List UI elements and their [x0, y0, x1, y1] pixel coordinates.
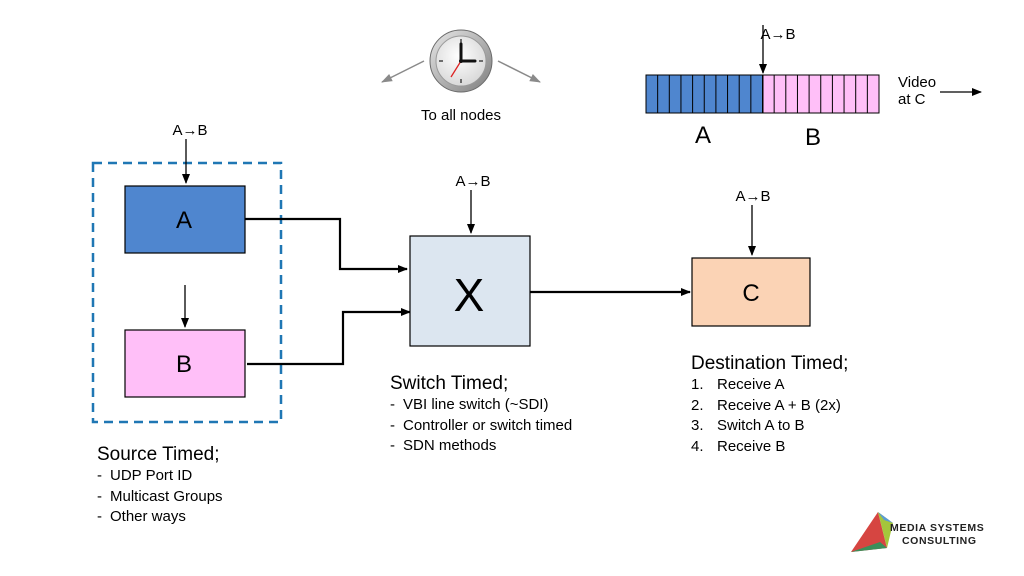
list-item: 2. Receive A + B (2x): [691, 396, 848, 417]
switch-items-list: -VBI line switch (~SDI)-Controller or sw…: [390, 395, 572, 457]
list-item: -Other ways: [97, 507, 223, 528]
list-item-text: Receive A: [717, 376, 785, 393]
video-strip: [645, 74, 880, 114]
switch-notes: Switch Timed; -VBI line switch (~SDI)-Co…: [390, 373, 572, 457]
list-item-text: Controller or switch timed: [403, 416, 573, 434]
list-item-text: VBI line switch (~SDI): [403, 396, 549, 413]
source-heading: Source Timed;: [97, 444, 220, 465]
list-item: -UDP Port ID: [97, 466, 223, 487]
list-item-text: Switch A to B: [717, 417, 805, 434]
destination-node-label: C: [742, 280, 759, 307]
list-number: 1.: [691, 376, 704, 393]
clock-right-arrow: [497, 60, 541, 83]
list-marker: -: [390, 416, 395, 434]
destination-switch-label: A→B: [735, 188, 770, 205]
destination-heading: Destination Timed;: [691, 353, 849, 374]
video-strip-switch-label: A→B: [760, 26, 795, 43]
list-item-text: UDP Port ID: [110, 467, 193, 484]
source-switch-label: A→B: [172, 122, 207, 139]
list-item: -Controller or switch timed: [390, 416, 572, 437]
source-box-b-label: B: [176, 351, 192, 378]
source-box-a: [124, 185, 246, 254]
destination-node-box: [691, 257, 811, 327]
video-output-label-line2: at C: [898, 91, 926, 108]
connector-b-to-switch: [247, 308, 411, 366]
switch-switch-label: A→B: [455, 173, 490, 190]
list-marker: -: [390, 437, 395, 454]
list-item-text: SDN methods: [403, 437, 497, 454]
source-box-a-label: A: [176, 207, 192, 234]
list-item: -SDN methods: [390, 436, 572, 457]
list-item: 1. Receive A: [691, 375, 848, 396]
list-item: 4. Receive B: [691, 437, 848, 458]
list-marker: -: [97, 508, 102, 525]
switch-node-box: [409, 235, 531, 347]
list-item: 3. Switch A to B: [691, 416, 848, 437]
media-systems-logo: MEDIA SYSTEMS CONSULTING: [851, 512, 984, 552]
list-item-text: Other ways: [110, 508, 186, 525]
destination-items-list: 1. Receive A 2. Receive A + B (2x) 3. Switch …: [691, 375, 848, 457]
list-item-text: Receive B: [717, 437, 786, 455]
source-items-list: -UDP Port ID-Multicast Groups-Other ways: [97, 466, 223, 528]
list-marker: -: [97, 467, 102, 484]
list-marker: -: [97, 487, 102, 505]
list-item: -VBI line switch (~SDI): [390, 395, 572, 416]
source-notes: Source Timed; -UDP Port ID-Multicast Gro…: [97, 444, 223, 528]
source-group-border: [91, 161, 283, 424]
list-item-text: Receive A + B (2x): [717, 396, 841, 414]
clock-icon: [429, 29, 493, 93]
switch-node-label: X: [454, 269, 485, 321]
list-number: 2.: [691, 396, 704, 414]
list-item-text: Multicast Groups: [110, 487, 223, 505]
clock-caption: To all nodes: [421, 107, 501, 124]
source-box-b: [124, 329, 246, 398]
logo-line1: MEDIA SYSTEMS: [890, 522, 984, 534]
list-number: 3.: [691, 417, 704, 434]
destination-notes: Destination Timed; 1. Receive A 2. Receive …: [691, 353, 848, 457]
video-strip-label-a: A: [695, 122, 711, 149]
video-output-label-line1: Video: [898, 74, 936, 91]
connector-a-to-switch: [245, 217, 408, 273]
list-number: 4.: [691, 437, 704, 455]
video-strip-label-b: B: [805, 124, 821, 151]
switch-heading: Switch Timed;: [390, 373, 509, 394]
list-marker: -: [390, 396, 395, 413]
clock-left-arrow: [381, 60, 425, 83]
list-item: -Multicast Groups: [97, 487, 223, 508]
logo-line2: CONSULTING: [902, 535, 977, 547]
